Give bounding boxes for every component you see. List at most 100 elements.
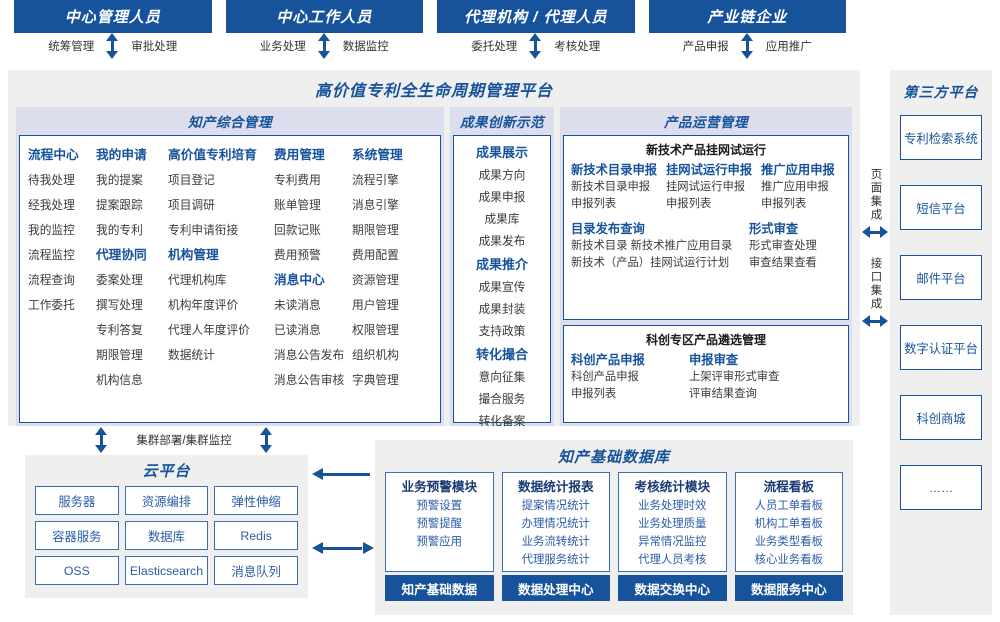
kb-item[interactable]: 业务流转统计 (521, 536, 590, 548)
zhichan-item[interactable]: 字典管理 (352, 374, 399, 387)
zhichan-item[interactable]: 流程引擎 (352, 174, 399, 187)
zhichan-item[interactable]: 专利答复 (96, 324, 143, 337)
zhichan-item[interactable]: 消息引擎 (352, 199, 399, 212)
chanpin-item[interactable]: 新技术目录申报 (571, 181, 651, 193)
kb-item[interactable]: 业务类型看板 (754, 536, 823, 548)
chanpin-item[interactable]: 申报列表 (571, 198, 617, 210)
chanpin-item[interactable]: 申报列表 (666, 198, 712, 210)
kb-item[interactable]: 预警应用 (416, 536, 463, 548)
cloud-cell[interactable]: Elasticsearch (124, 556, 209, 585)
zhichan-item[interactable]: 项目调研 (168, 199, 215, 212)
kb-item[interactable]: 预警提醒 (416, 518, 463, 530)
cloud-cell[interactable]: 数据库 (124, 521, 209, 550)
kb-footer[interactable]: 知产基础数据 (385, 575, 494, 601)
arrow-left-head (862, 226, 870, 238)
kb-item[interactable]: 代理人员考核 (638, 554, 707, 566)
zhichan-item[interactable]: 我的监控 (28, 224, 75, 237)
zhichan-item[interactable]: 代理人年度评价 (168, 324, 250, 337)
zhichan-item[interactable]: 机构信息 (96, 374, 143, 387)
chengguo-item[interactable]: 成果宣传 (478, 281, 526, 294)
zhichan-item[interactable]: 我的提案 (96, 174, 143, 187)
chanpin-item[interactable]: 科创产品申报 (571, 371, 639, 383)
zhichan-item[interactable]: 用户管理 (352, 299, 399, 312)
zhichan-item[interactable]: 项目登记 (168, 174, 215, 187)
zhichan-item[interactable]: 未读消息 (274, 299, 321, 312)
third-party-item[interactable]: 短信平台 (900, 185, 982, 230)
zhichan-item[interactable]: 提案跟踪 (96, 199, 143, 212)
zhichan-item[interactable]: 账单管理 (274, 199, 321, 212)
chanpin-item[interactable]: 挂网试运行申报 (666, 181, 746, 193)
chengguo-item[interactable]: 意向征集 (478, 371, 526, 384)
zhichan-item[interactable]: 待我处理 (28, 174, 75, 187)
kb-item[interactable]: 核心业务看板 (754, 554, 823, 566)
zhichan-item[interactable]: 期限管理 (352, 224, 399, 237)
zhichan-item[interactable]: 经我处理 (28, 199, 75, 212)
zhichan-item[interactable]: 已读消息 (274, 324, 321, 337)
zhichan-item[interactable]: 工作委托 (28, 299, 75, 312)
zhichan-item[interactable]: 费用配置 (352, 249, 399, 262)
third-party-item[interactable]: 科创商城 (900, 395, 982, 440)
zhichan-item[interactable]: 专利申请衔接 (168, 224, 239, 237)
third-party-item[interactable]: …… (900, 465, 982, 510)
zhichan-group-title: 我的申请 (96, 148, 147, 162)
chanpin-item[interactable]: 推广应用申报 (761, 181, 829, 193)
kb-item[interactable]: 代理服务统计 (521, 554, 590, 566)
chanpin-item[interactable]: 新技术目录 新技术推广应用目录 (571, 240, 733, 252)
third-party-item[interactable]: 专利检索系统 (900, 115, 982, 160)
kb-item[interactable]: 预警设置 (416, 500, 463, 512)
kb-footer[interactable]: 数据服务中心 (734, 575, 843, 601)
kb-item[interactable]: 异常情况监控 (638, 536, 707, 548)
kb-footer[interactable]: 数据处理中心 (501, 575, 610, 601)
zhichan-item[interactable]: 撰写处理 (96, 299, 143, 312)
cloud-cell[interactable]: OSS (35, 556, 119, 585)
cloud-cell[interactable]: 资源编排 (124, 486, 209, 515)
kb-item[interactable]: 业务处理质量 (638, 518, 707, 530)
chengguo-item[interactable]: 成果申报 (478, 191, 526, 204)
chengguo-item[interactable]: 转化备案 (478, 415, 526, 428)
zhichan-item[interactable]: 我的专利 (96, 224, 143, 237)
kb-item[interactable]: 办理情况统计 (521, 518, 590, 530)
chengguo-item[interactable]: 支持政策 (478, 325, 526, 338)
chanpin-group-title: 新技术目录申报 (571, 163, 658, 177)
cloud-cell[interactable]: 服务器 (35, 486, 119, 515)
chengguo-item[interactable]: 成果库 (484, 213, 520, 226)
cloud-cell[interactable]: 容器服务 (35, 521, 119, 550)
zhichan-item[interactable]: 回款记账 (274, 224, 321, 237)
platform-panel: 高价值专利全生命周期管理平台 知产综合管理 流程中心待我处理经我处理我的监控流程… (8, 70, 860, 428)
zhichan-item[interactable]: 代理机构库 (168, 274, 227, 287)
chanpin-item[interactable]: 申报列表 (761, 198, 807, 210)
kb-item[interactable]: 提案情况统计 (521, 500, 590, 512)
chengguo-item[interactable]: 撮合服务 (478, 393, 526, 406)
chanpin-item[interactable]: 审查结果查看 (749, 257, 817, 269)
zhichan-item[interactable]: 专利费用 (274, 174, 321, 187)
third-party-item[interactable]: 数字认证平台 (900, 325, 982, 370)
zhichan-item[interactable]: 期限管理 (96, 349, 143, 362)
cloud-cell[interactable]: 消息队列 (214, 556, 298, 585)
zhichan-item[interactable]: 权限管理 (352, 324, 399, 337)
kb-item[interactable]: 机构工单看板 (754, 518, 823, 530)
zhichan-item[interactable]: 委案处理 (96, 274, 143, 287)
chanpin-item[interactable]: 申报列表 (571, 388, 617, 400)
chengguo-item[interactable]: 成果封装 (478, 303, 526, 316)
zhichan-item[interactable]: 流程查询 (28, 274, 75, 287)
zhichan-item[interactable]: 机构年度评价 (168, 299, 239, 312)
zhichan-item[interactable]: 组织机构 (352, 349, 399, 362)
chengguo-item[interactable]: 成果发布 (478, 235, 526, 248)
third-party-item[interactable]: 邮件平台 (900, 255, 982, 300)
chanpin-item[interactable]: 新技术（产品）挂网试运行计划 (571, 257, 730, 269)
zhichan-item[interactable]: 资源管理 (352, 274, 399, 287)
kb-item[interactable]: 业务处理时效 (638, 500, 707, 512)
cloud-cell[interactable]: 弹性伸缩 (214, 486, 298, 515)
kb-item[interactable]: 人员工单看板 (754, 500, 823, 512)
kb-footer[interactable]: 数据交换中心 (618, 575, 727, 601)
chanpin-item[interactable]: 上架评审形式审查 (689, 371, 780, 383)
cloud-cell[interactable]: Redis (214, 521, 298, 550)
chanpin-item[interactable]: 评审结果查询 (689, 388, 757, 400)
zhichan-item[interactable]: 流程监控 (28, 249, 75, 262)
zhichan-item[interactable]: 消息公告审核 (274, 374, 345, 387)
zhichan-item[interactable]: 费用预警 (274, 249, 321, 262)
zhichan-item[interactable]: 数据统计 (168, 349, 215, 362)
chanpin-item[interactable]: 形式审查处理 (749, 240, 817, 252)
zhichan-item[interactable]: 消息公告发布 (274, 349, 345, 362)
chengguo-item[interactable]: 成果方向 (478, 169, 526, 182)
